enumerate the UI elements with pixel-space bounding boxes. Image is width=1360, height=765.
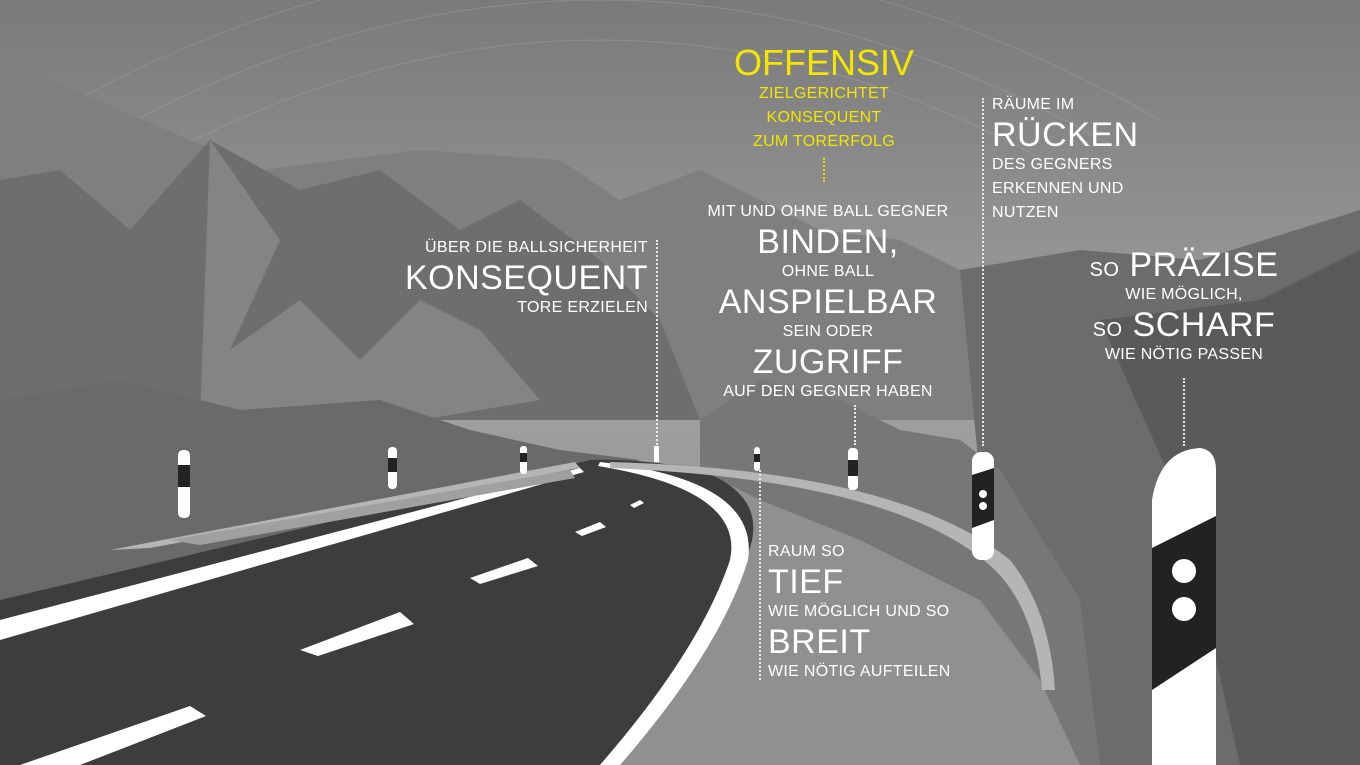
konsequent-post: TORE ERZIELEN <box>517 299 648 316</box>
offensiv-block: OFFENSIV ZIELGERICHTET KONSEQUENT ZUM TO… <box>724 44 924 154</box>
ruecken-line: DES GEGNERS <box>992 156 1113 173</box>
connector-line <box>854 405 856 445</box>
tief-key: TIEF <box>768 563 844 601</box>
ruecken-key: RÜCKEN <box>992 116 1139 154</box>
verge-right <box>560 460 1080 765</box>
delineator-posts <box>178 446 1216 765</box>
so-label: SO <box>1092 319 1123 341</box>
binden-line: SEIN ODER <box>782 323 874 340</box>
praezise-line: WIE NÖTIG PASSEN <box>1104 346 1264 363</box>
raum-line: WIE NÖTIG AUFTEILEN <box>768 663 951 680</box>
post <box>848 448 858 490</box>
post <box>388 447 397 489</box>
praezise-key: PRÄZISE <box>1129 246 1279 284</box>
scharf-key: SCHARF <box>1132 306 1276 344</box>
post <box>178 450 190 518</box>
ruecken-pre: RÄUME IM <box>992 96 1075 113</box>
so-label: SO <box>1089 259 1120 281</box>
road <box>0 459 754 765</box>
ruecken-block: RÄUME IM RÜCKEN DES GEGNERS ERKENNEN UND… <box>992 93 1192 225</box>
konsequent-pre: ÜBER DIE BALLSICHERHEIT <box>425 239 648 256</box>
offensiv-line: ZUM TORERFOLG <box>753 133 895 150</box>
post <box>654 446 659 462</box>
connector-line <box>982 98 984 446</box>
praezise-line: WIE MÖGLICH, <box>1125 286 1243 303</box>
binden-block: MIT UND OHNE BALL GEGNER BINDEN, OHNE BA… <box>678 200 978 404</box>
ruecken-line: ERKENNEN UND <box>992 180 1124 197</box>
breit-key: BREIT <box>768 623 871 661</box>
post <box>972 452 994 560</box>
anspielbar-key: ANSPIELBAR <box>718 283 938 321</box>
tunnel-arcs <box>39 0 1161 181</box>
konsequent-block: ÜBER DIE BALLSICHERHEIT KONSEQUENT TORE … <box>348 236 648 320</box>
connector-line <box>823 158 825 182</box>
praezise-block: SO PRÄZISE WIE MÖGLICH, SO SCHARF WIE NÖ… <box>1084 247 1284 367</box>
post <box>754 447 760 471</box>
binden-key: BINDEN, <box>757 223 899 261</box>
connector-line <box>759 470 761 680</box>
raum-line: WIE MÖGLICH UND SO <box>768 603 950 620</box>
konsequent-key: KONSEQUENT <box>404 259 648 297</box>
offensiv-title: OFFENSIV <box>733 42 915 83</box>
road-markings <box>0 462 749 765</box>
binden-line: MIT UND OHNE BALL GEGNER <box>707 203 949 220</box>
zugriff-key: ZUGRIFF <box>752 343 904 381</box>
post <box>1152 448 1216 765</box>
binden-line: AUF DEN GEGNER HABEN <box>723 383 933 400</box>
raum-pre: RAUM SO <box>768 543 845 560</box>
raum-block: RAUM SO TIEF WIE MÖGLICH UND SO BREIT WI… <box>768 540 988 684</box>
guardrails <box>110 462 1055 690</box>
post <box>520 446 527 474</box>
offensiv-line: ZIELGERICHTET <box>758 85 890 102</box>
connector-line <box>656 240 658 445</box>
binden-line: OHNE BALL <box>781 263 875 280</box>
ruecken-line: NUTZEN <box>992 204 1059 221</box>
offensiv-line: KONSEQUENT <box>766 109 882 126</box>
connector-line <box>1183 378 1185 446</box>
